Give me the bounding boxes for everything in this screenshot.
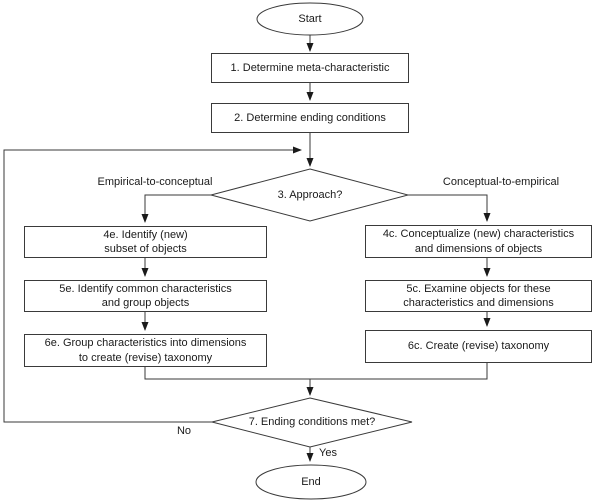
start-terminal-label: Start <box>298 12 322 25</box>
edge-label-yes: Yes <box>319 447 337 459</box>
arrow-decision3-to-step4c <box>408 194 491 222</box>
process-step5c: 5c. Examine objects for these characteri… <box>365 280 592 312</box>
merge-connector <box>144 363 488 380</box>
process-step6e: 6e. Group characteristics into dimension… <box>24 334 267 367</box>
process-step4c: 4c. Conceptualize (new) characteristics … <box>365 225 592 258</box>
end-terminal-shape <box>255 464 367 500</box>
decision-3-shape <box>209 168 410 222</box>
end-terminal-label: End <box>301 475 321 488</box>
process-step2: 2. Determine ending conditions <box>211 103 409 133</box>
process-step5e: 5e. Identify common characteristics and … <box>24 280 267 312</box>
arrow-no-feedback-loop <box>3 146 302 423</box>
edge-label-no: No <box>176 425 192 437</box>
process-step1: 1. Determine meta-characteristic <box>211 53 409 83</box>
branch-label-conceptual-to-empirical: Conceptual-to-empirical <box>442 176 560 188</box>
process-step4e: 4e. Identify (new) subset of objects <box>24 226 267 258</box>
process-step6c: 6c. Create (revise) taxonomy <box>365 330 592 363</box>
arrow-decision3-to-step4e <box>141 194 211 223</box>
decision-7-label: 7. Ending conditions met? <box>248 415 376 428</box>
decision-3-label: 3. Approach? <box>277 188 343 201</box>
branch-label-empirical-to-conceptual: Empirical-to-conceptual <box>97 176 213 188</box>
